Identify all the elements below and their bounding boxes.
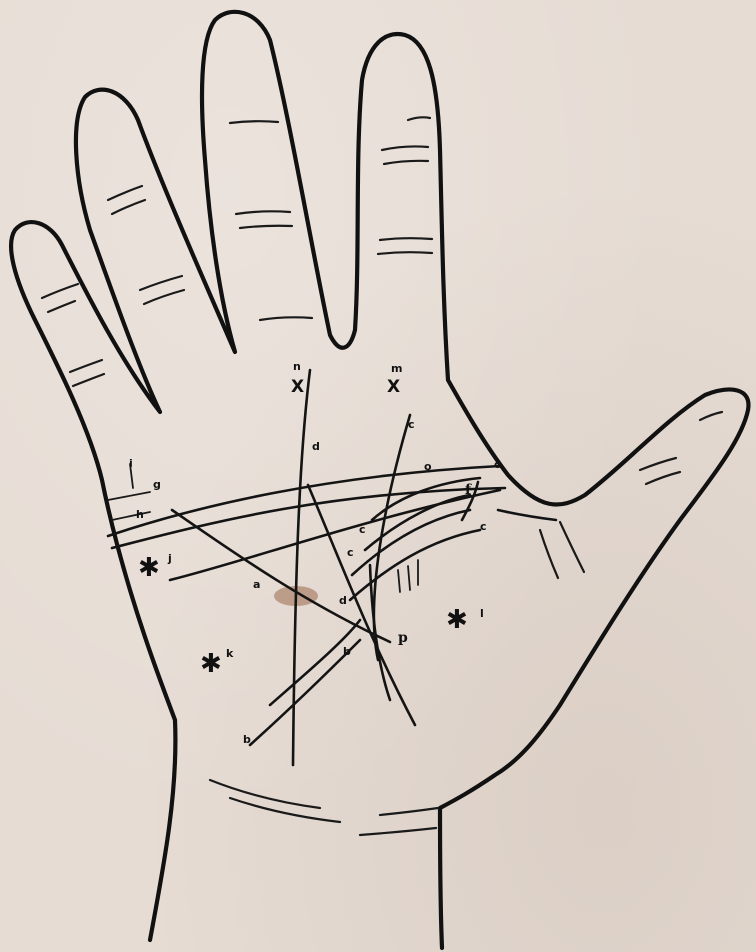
star-symbol-j: ✱ [138, 553, 160, 583]
label-p: p [398, 630, 408, 646]
star-symbol-k: ✱ [200, 649, 222, 679]
cross-symbol-n: X [291, 377, 304, 397]
label-o-right: o [494, 458, 502, 471]
label-c-mid: c [359, 523, 366, 536]
label-g: g [153, 478, 161, 491]
label-k: k [226, 647, 234, 660]
label-m: m [391, 362, 402, 375]
label-d-top: d [312, 440, 320, 453]
label-d-low: d [339, 594, 347, 607]
label-a: a [253, 578, 260, 591]
label-i: i [129, 457, 133, 470]
label-b-low: b [243, 733, 251, 746]
label-j: j [167, 552, 172, 565]
cross-symbol-m: X [387, 377, 400, 397]
label-n: n [293, 360, 301, 373]
label-c-top: c [408, 418, 415, 431]
label-b-mid: b [343, 645, 351, 658]
label-f: f [465, 482, 472, 498]
label-h: h [136, 508, 144, 521]
label-c-low: c [347, 546, 354, 559]
label-l: l [480, 607, 484, 620]
palm-lines [108, 370, 556, 765]
label-o-left: o [424, 460, 432, 473]
label-c-right: c [480, 520, 487, 533]
hand-outline [11, 12, 748, 948]
star-symbol-l: ✱ [446, 605, 468, 635]
